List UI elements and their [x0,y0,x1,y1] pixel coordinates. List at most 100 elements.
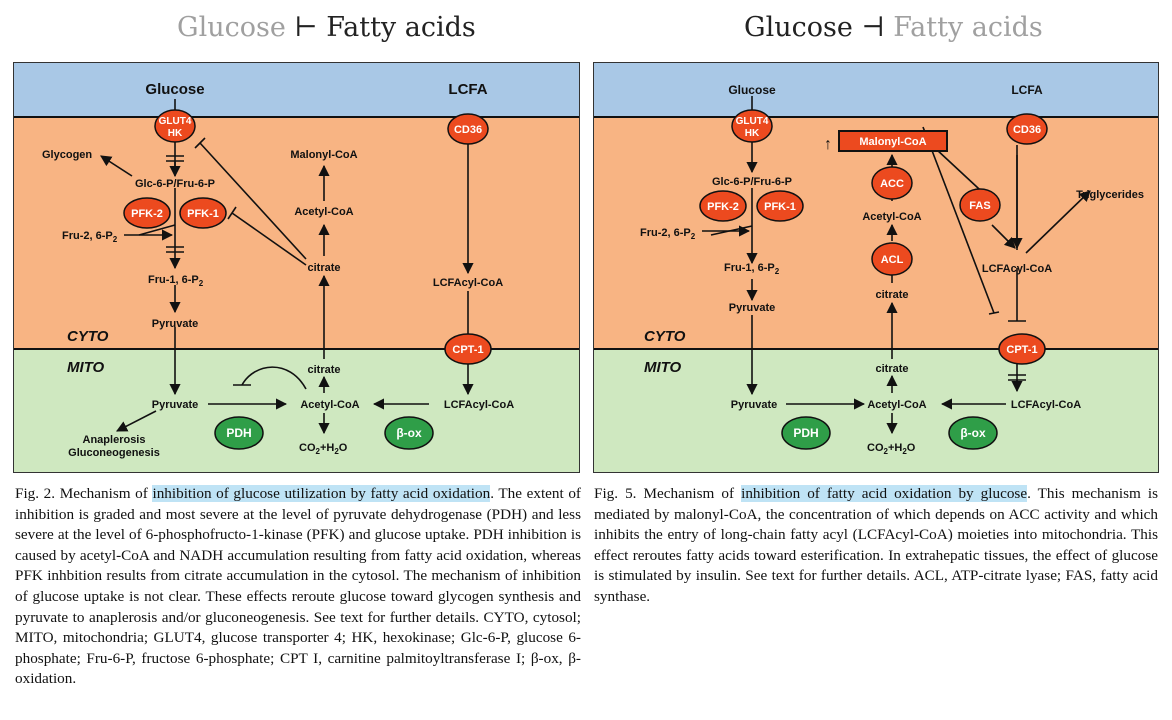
glut4-hk-transporter: GLUT4 HK [731,109,773,143]
left-diagram-svg: GLUT4 HK CD36 PFK-2 PFK-1 CPT-1 PDH β-ox… [14,63,579,472]
pfk2-enzyme: PFK-2 [123,197,171,229]
beta-ox-enzyme: β-ox [384,416,434,450]
triglycerides-label: Triglycerides [1076,189,1144,201]
co2-h2o-label: CO2+H2O [299,442,348,456]
cd36-transporter: CD36 [1006,113,1048,145]
lcfacyl-coa-mito-label: LCFAcyl-CoA [444,399,514,411]
svg-text:CPT-1: CPT-1 [452,344,483,356]
svg-text:PFK-1: PFK-1 [187,208,219,220]
right-figure-caption: Fig. 5. Mechanism of inhibition of fatty… [594,484,1158,608]
glc6p-label: Glc-6-P/Fru-6-P [712,176,792,188]
left-diagram: GLUT4 HK CD36 PFK-2 PFK-1 CPT-1 PDH β-ox… [13,62,580,473]
svg-text:GLUT4: GLUT4 [736,116,769,127]
lcfacyl-coa-cyto-label: LCFAcyl-CoA [982,263,1052,275]
acc-enzyme: ACC [871,166,913,200]
pfk1-enzyme: PFK-1 [756,190,804,222]
right-diagram: GLUT4 HK CD36 ↑ Malonyl-CoA PFK-2 PFK-1 … [593,62,1159,473]
acetyl-coa-mito-label: Acetyl-CoA [300,399,359,411]
svg-text:CD36: CD36 [454,124,482,136]
glucose-label: Glucose [728,83,776,97]
malonyl-coa-box: Malonyl-CoA [838,130,948,152]
caption-highlight: inhibition of glucose utilization by fat… [152,485,491,502]
svg-text:ACC: ACC [880,178,904,190]
right-diagram-svg: GLUT4 HK CD36 ↑ Malonyl-CoA PFK-2 PFK-1 … [594,63,1158,472]
caption-text: . The extent of inhibition is graded and… [15,485,581,688]
mito-label: MITO [644,359,682,376]
citrate-cyto-label: citrate [307,262,340,274]
svg-text:ACL: ACL [881,254,904,266]
svg-text:CPT-1: CPT-1 [1006,344,1037,356]
gluconeogenesis-label: Gluconeogenesis [68,447,160,459]
title-fatty-acids: Fatty acids [326,12,476,43]
citrate-mito-label: citrate [875,363,908,375]
svg-text:HK: HK [745,128,760,139]
svg-text:FAS: FAS [969,200,990,212]
mitochondria-band [594,349,1158,472]
glut4-hk-transporter: GLUT4 HK [154,109,196,143]
lcfacyl-coa-mito-label: LCFAcyl-CoA [1011,399,1081,411]
svg-text:β-ox: β-ox [396,426,422,440]
lcfa-label: LCFA [1011,83,1043,97]
cyto-label: CYTO [67,328,109,345]
acetyl-coa-cyto-label: Acetyl-CoA [294,206,353,218]
extracellular-band [594,63,1158,117]
anaplerosis-label: Anaplerosis [83,434,146,446]
svg-text:PFK-1: PFK-1 [764,201,796,213]
svg-text:GLUT4: GLUT4 [159,116,192,127]
fru26p2-label: Fru-2, 6-P2 [640,227,696,241]
caption-text: . This mechanism is mediated by malonyl-… [594,485,1158,605]
cpt1-enzyme: CPT-1 [998,333,1046,365]
title-glucose: Glucose [744,12,853,43]
acetyl-coa-mito-label: Acetyl-CoA [867,399,926,411]
svg-text:PDH: PDH [226,426,251,440]
title-inhibit-symbol: ⊣ [861,12,885,43]
svg-text:HK: HK [168,128,183,139]
lcfa-label: LCFA [448,81,487,98]
pdh-enzyme: PDH [214,416,264,450]
extracellular-band [14,63,579,117]
svg-text:PFK-2: PFK-2 [131,208,163,220]
pfk1-enzyme: PFK-1 [179,197,227,229]
svg-text:CD36: CD36 [1013,124,1041,136]
pyruvate-cyto-label: Pyruvate [729,302,775,314]
glucose-label: Glucose [145,81,204,98]
mito-label: MITO [67,359,105,376]
beta-ox-enzyme: β-ox [948,416,998,450]
pyruvate-mito-label: Pyruvate [731,399,777,411]
citrate-mito-label: citrate [307,364,340,376]
caption-highlight: inhibition of fatty acid oxidation by gl… [741,485,1028,502]
cd36-transporter: CD36 [447,113,489,145]
pdh-enzyme: PDH [781,416,831,450]
glc6p-label: Glc-6-P/Fru-6-P [135,178,215,190]
fru16p2-label: Fru-1, 6-P2 [724,262,780,276]
svg-text:β-ox: β-ox [960,426,986,440]
acl-enzyme: ACL [871,242,913,276]
caption-text: Fig. 2. Mechanism of [15,485,153,502]
fru16p2-label: Fru-1, 6-P2 [148,274,204,288]
cpt1-enzyme: CPT-1 [444,333,492,365]
cyto-label: CYTO [644,328,686,345]
pyruvate-mito-label: Pyruvate [152,399,198,411]
acetyl-coa-cyto-label: Acetyl-CoA [862,211,921,223]
svg-text:Malonyl-CoA: Malonyl-CoA [859,136,926,148]
right-panel-title: Glucose ⊣ Fatty acids [744,12,1043,43]
increase-arrow: ↑ [824,136,832,153]
mitochondria-band [14,349,579,472]
glycogen-label: Glycogen [42,149,92,161]
malonyl-coa-label: Malonyl-CoA [290,149,357,161]
title-glucose: Glucose [177,12,286,43]
lcfacyl-coa-cyto-label: LCFAcyl-CoA [433,277,503,289]
fas-enzyme: FAS [959,188,1001,222]
citrate-cyto-label: citrate [875,289,908,301]
caption-text: Fig. 5. Mechanism of [594,485,742,502]
title-inhibit-symbol: ⊢ [294,12,318,43]
co2-h2o-label: CO2+H2O [867,442,916,456]
cytosol-band [594,117,1158,349]
fru26p2-label: Fru-2, 6-P2 [62,230,118,244]
pyruvate-cyto-label: Pyruvate [152,318,198,330]
pfk2-enzyme: PFK-2 [699,190,747,222]
left-panel-title: Glucose ⊢ Fatty acids [177,12,476,43]
title-fatty-acids: Fatty acids [893,12,1043,43]
svg-text:PDH: PDH [793,426,818,440]
svg-text:PFK-2: PFK-2 [707,201,739,213]
